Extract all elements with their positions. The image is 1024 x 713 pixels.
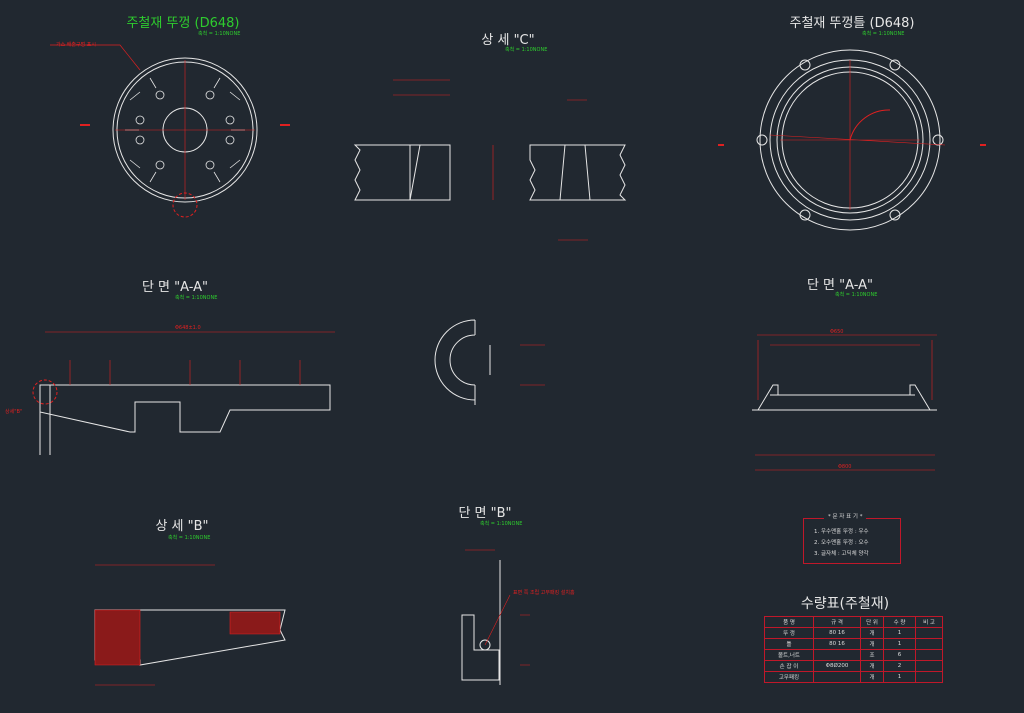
title-section-b: 단 면 "B"	[458, 506, 512, 521]
section-b-view	[461, 549, 530, 685]
cell	[915, 638, 943, 650]
cover-plan-view	[50, 44, 290, 218]
cell: 2	[883, 660, 916, 672]
cell: 볼트,너트	[764, 649, 814, 661]
title-detail-c: 상 세 "C"	[481, 33, 535, 48]
section-aa-frame	[752, 334, 937, 471]
header-cell: 비 고	[915, 616, 943, 628]
legend-title: * 문 자 표 기 *	[824, 512, 867, 520]
title-section-aa-left: 단 면 "A-A"	[141, 280, 209, 295]
detail-middle-view	[434, 319, 545, 405]
header-cell: 단 위	[860, 616, 884, 628]
dim-648: Φ648±1.0	[175, 325, 201, 331]
table-header-row: 품 명 규 격 단 위 수 량 비 고	[764, 616, 943, 628]
cell	[915, 671, 943, 683]
detail-c-view	[353, 79, 627, 241]
section-b-note: 표면 쪽 조립 고무패킹 설치홈	[513, 590, 575, 596]
cell: 고무패킹	[764, 671, 814, 683]
scale-label: 축척 = 1:10NONE	[862, 31, 905, 37]
title-detail-b: 상 세 "B"	[155, 519, 209, 534]
detail-b-ref: 상세"B"	[5, 409, 23, 415]
cell: 개	[860, 671, 884, 683]
cell: 1	[883, 627, 916, 639]
legend-item: 1. 우수맨홀 뚜껑 : 우수	[814, 529, 869, 535]
title-frame: 주철재 뚜껑틀 (D648)	[789, 16, 915, 31]
cell: 1	[883, 638, 916, 650]
title-quantity-table: 수량표(주철재)	[800, 596, 890, 612]
header-cell: 규 격	[813, 616, 861, 628]
cell: 6	[883, 649, 916, 661]
cell: 손 잡 이	[764, 660, 814, 672]
cell: 개	[860, 627, 884, 639]
cell: 80 16	[813, 638, 861, 650]
legend-item: 2. 오수맨홀 뚜껑 : 오수	[814, 540, 869, 546]
legend-item: 3. 글자체 : 고딕체 양각	[814, 551, 869, 557]
cell: 80 16	[813, 627, 861, 639]
scale-label: 축척 = 1:10NONE	[835, 292, 878, 298]
header-cell: 품 명	[764, 616, 814, 628]
legend-box: * 문 자 표 기 * 1. 우수맨홀 뚜껑 : 우수 2. 오수맨홀 뚜껑 :…	[803, 512, 901, 564]
section-aa-cover	[32, 331, 335, 455]
cell	[915, 649, 943, 661]
title-cover: 주철재 뚜껑 (D648)	[126, 16, 240, 31]
dim-650: Φ650	[830, 329, 844, 335]
cell: 개	[860, 638, 884, 650]
scale-label: 축척 = 1:10NONE	[168, 535, 211, 541]
cell	[813, 671, 861, 683]
scale-label: 축척 = 1:10NONE	[175, 295, 218, 301]
header-cell: 수 량	[883, 616, 916, 628]
cell	[915, 660, 943, 672]
cell: 뚜 껑	[764, 627, 814, 639]
cell: Φ8Ø200	[813, 660, 861, 672]
cell: 조	[860, 649, 884, 661]
cell: 틀	[764, 638, 814, 650]
scale-label: 축척 = 1:10NONE	[505, 47, 548, 53]
cover-note: 가스 배출구멍 표시	[56, 42, 96, 48]
cell: 1	[883, 671, 916, 683]
title-section-aa-right: 단 면 "A-A"	[806, 278, 874, 293]
detail-b-view	[94, 564, 286, 686]
dim-800: Φ800	[838, 464, 852, 470]
cell	[915, 627, 943, 639]
frame-plan-view	[718, 49, 986, 231]
cell: 개	[860, 660, 884, 672]
cell	[813, 649, 861, 661]
scale-label: 축척 = 1:10NONE	[198, 31, 241, 37]
scale-label: 축척 = 1:10NONE	[480, 521, 523, 527]
